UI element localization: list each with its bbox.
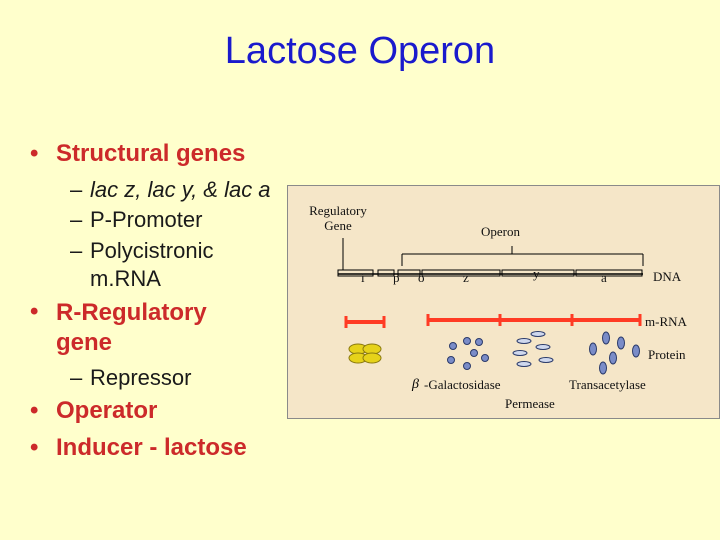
lac-operon-diagram: β Regulatory Gene Operon i p o z y a DNA… [287,185,720,419]
transacetylase-label: Transacetylase [569,377,646,392]
bullet-dot: • [30,298,39,325]
subitem-mrna: m.RNA [90,266,161,291]
subitem-polycistronic: –Polycistronic [70,238,214,263]
slide-title: Lactose Operon [224,30,496,72]
protein-label: Protein [648,347,686,362]
bullet-structural-genes: • Structural genes [30,140,245,168]
mrna-label: m-RNA [645,314,687,329]
subitem-label: P-Promoter [90,207,203,232]
diagram-graphics: β [337,238,644,392]
gene-box-y [501,269,575,277]
gene-label-p: p [393,270,400,285]
gene-box-z [421,269,501,277]
dna-label: DNA [653,269,682,284]
gene-label-y: y [533,266,540,281]
gene-label-o: o [418,270,425,285]
subitem-promoter: –P-Promoter [70,207,203,232]
bullet-regulatory-gene: • R-Regulatory gene [30,298,256,358]
bullet-label: Structural genes [56,140,246,167]
subitem-repressor: –Repressor [70,365,192,390]
beta-symbol: β [411,377,419,392]
gene-label-a: a [601,270,607,285]
permease-label: Permease [505,396,555,411]
gene-box-a [575,269,643,277]
bullet-label: Operator [56,397,158,424]
transacetylase-protein [589,331,640,375]
bullet-label: R-Regulatory gene [56,299,207,356]
gene-box-i [337,269,374,277]
subitem-label: lac z, lac y, & lac a [90,177,271,202]
subitem-label: Polycistronic [90,238,214,263]
gene-box-p [377,269,395,277]
gene-box-o [397,269,421,277]
permease-protein [512,331,554,367]
bullet-dot: • [30,397,39,424]
galactosidase-protein [447,337,489,370]
subitem-lac-genes: –lac z, lac y, & lac a [70,177,271,202]
gene-label-z: z [463,270,469,285]
galactosidase-label: -Galactosidase [424,377,501,392]
bullet-operator: • Operator [30,397,157,425]
repressor-protein [348,343,382,364]
subitem-label: Repressor [90,365,192,390]
bullet-dot: • [30,140,39,167]
regulatory-gene-label: Regulatory Gene [309,203,367,233]
bullet-label: Inducer - lactose [56,434,247,461]
gene-label-i: i [361,270,365,285]
bullet-dot: • [30,434,39,461]
operon-label: Operon [481,224,520,239]
bullet-inducer: • Inducer - lactose [30,434,247,462]
